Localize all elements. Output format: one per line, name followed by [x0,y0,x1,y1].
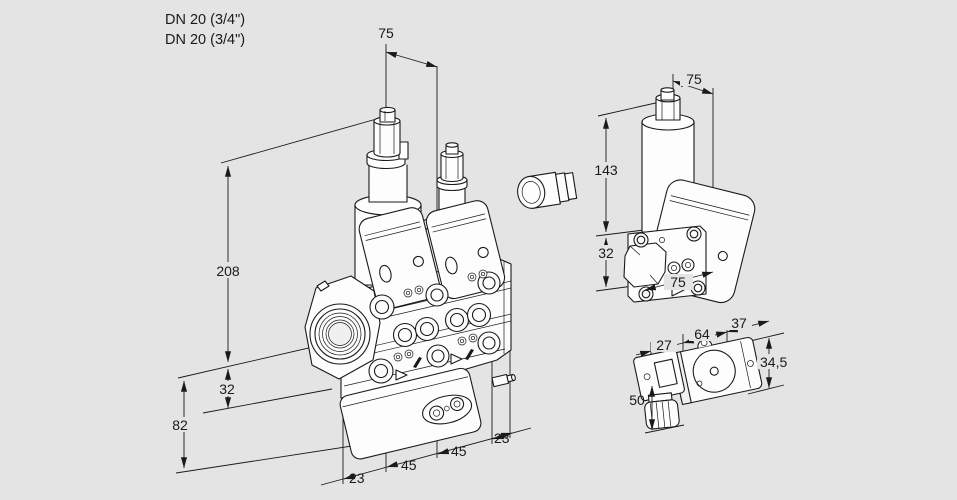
flow-arrow [395,369,408,381]
side-view [623,87,756,304]
detail-solenoid-body [671,336,763,406]
body-bolt [638,286,654,302]
test-nipple [681,258,695,272]
test-nipple [404,349,414,359]
dim-line-side-top-75 [672,80,714,95]
body-bolt [425,283,449,307]
dim-detail-37-label: 37 [731,315,747,331]
inlet-flange [304,275,381,380]
dim-detail-27-label: 27 [656,337,672,353]
side-pin [491,373,516,388]
dim-detail-34-5-label: 34,5 [760,354,787,370]
dim-chain-23-right-label: 23 [494,430,510,446]
coil-hole [717,250,728,262]
flange-bolt [369,294,395,320]
test-nipple [403,288,413,298]
dim-main-82-label: 82 [172,417,188,433]
connector-window [653,358,678,388]
body-bolt [633,232,649,248]
test-nipple [667,261,681,275]
flange-bolt [368,358,394,384]
coil-cover-left [358,207,441,310]
dim-main-height-label: 208 [216,263,240,279]
coil-oval [379,264,392,283]
dim-side-width-label: 75 [670,274,686,290]
port-size-labels: DN 20 (3/4") DN 20 (3/4") [165,12,245,48]
sealing-plug [414,316,440,342]
coil-oval [445,256,458,275]
slash-mark [413,357,422,368]
dim-side-32-label: 32 [598,245,614,261]
test-nipple [467,272,477,282]
dim-side-height-label: 143 [594,162,618,178]
body-details [368,269,501,384]
dim-line-main-top-75 [385,51,438,68]
side-dimensions: 75 143 32 75 [591,71,714,291]
sealing-plug [444,307,470,333]
adapter-part [517,171,578,209]
dim-main-top-width-label: 75 [378,25,394,41]
sealing-plug [392,322,418,348]
port-boss-octagon [623,242,667,288]
dim-chain-45-left-label: 45 [401,457,417,473]
test-nipple [478,269,488,279]
main-dimensions: 75 208 32 82 23 45 45 23 [167,25,532,486]
body-bolt [477,331,501,355]
flow-arrow [450,353,463,365]
test-nipple [457,336,467,346]
dn-label-bottom: DN 20 (3/4") [165,32,245,48]
detail-dimensions: 27 64 37 34,5 50 [629,315,797,431]
sealing-plug [466,302,492,328]
dn-label-top: DN 20 (3/4") [165,12,245,28]
test-nipple [393,352,403,362]
dim-side-top-width-label: 75 [686,71,702,87]
body-bolt [426,344,450,368]
test-nipple [468,333,478,343]
coil-hole [477,246,489,258]
test-nipple [414,285,424,295]
detail-cable-gland [644,392,680,430]
dim-main-32-label: 32 [219,381,235,397]
coil-hole [412,255,424,267]
dim-chain-45-right-label: 45 [451,443,467,459]
side-body [623,225,707,303]
body-bolt [690,280,706,296]
detail-part-view [633,336,763,430]
dim-chain-23-left-label: 23 [349,470,365,486]
bottom-actuator-block [339,367,482,460]
dim-detail-50-label: 50 [629,392,645,408]
slash-mark [465,349,474,360]
body-bolt [686,226,702,242]
dim-detail-64-label: 64 [694,326,710,342]
main-isometric-view [304,106,516,460]
